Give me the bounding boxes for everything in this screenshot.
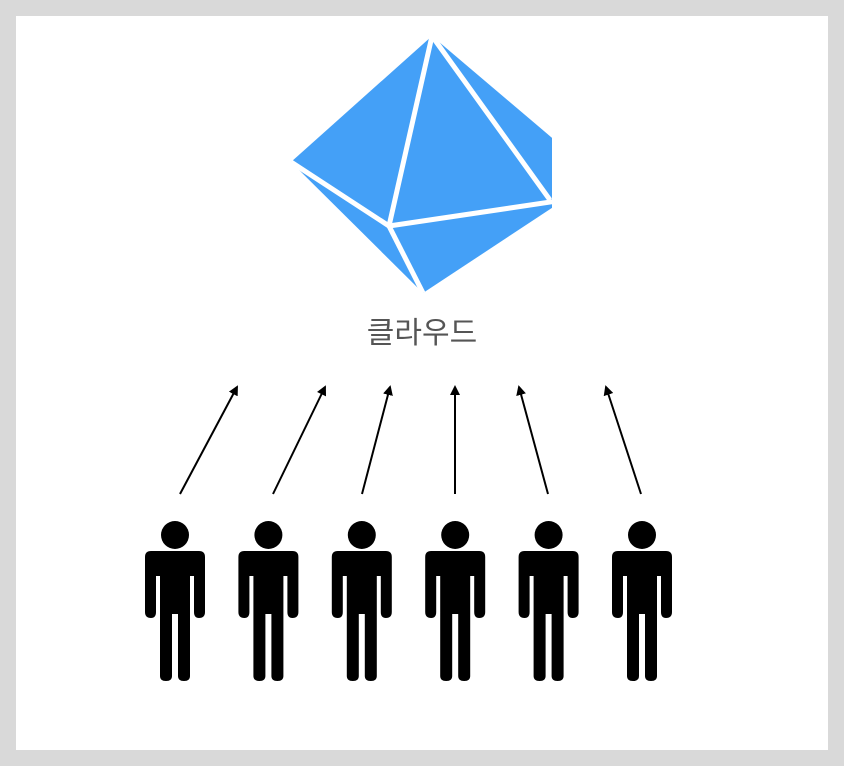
arrow-2 [272,385,327,495]
diagram-canvas: 클라우드 [16,16,828,750]
person-icon [238,521,299,681]
person-icon [612,521,672,681]
person-icon [518,521,579,681]
cloud-gem-icon [289,34,552,295]
arrow-3 [361,385,393,495]
people-group [145,521,672,681]
cloud-users-diagram: 클라우드 [145,34,672,681]
cloud-label: 클라우드 [367,316,477,351]
arrow-6 [603,385,642,495]
arrow-1 [179,385,238,495]
arrow-5 [516,385,549,495]
person-icon [145,521,205,681]
arrow-group [179,385,642,495]
person-icon [425,521,486,681]
person-icon [331,521,392,681]
